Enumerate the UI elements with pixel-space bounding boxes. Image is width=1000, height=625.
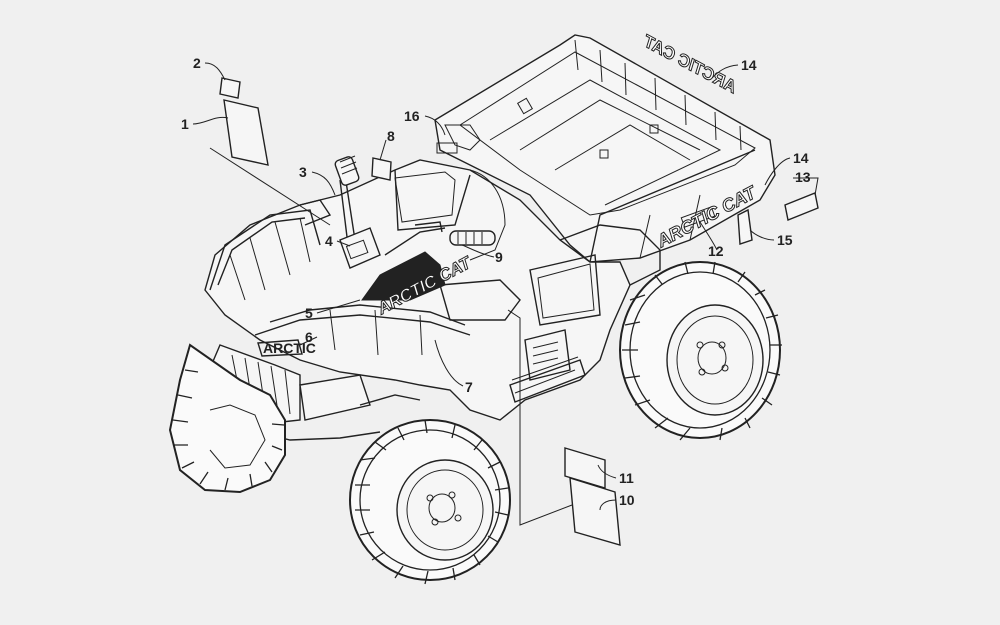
decal-13 xyxy=(784,192,819,221)
callouts: 2 1 3 4 5 6 7 8 9 10 11 12 13 14 14 15 1… xyxy=(181,55,811,508)
callout-2: 2 xyxy=(193,55,201,71)
callout-8: 8 xyxy=(387,128,395,144)
callout-6: 6 xyxy=(305,329,313,345)
callout-12: 12 xyxy=(708,243,724,259)
callout-5: 5 xyxy=(305,305,313,321)
callout-14-top: 14 xyxy=(741,57,757,73)
callout-14-side: 14 xyxy=(793,150,809,166)
callout-13: 13 xyxy=(795,169,811,185)
decal-2 xyxy=(219,77,241,99)
callout-3: 3 xyxy=(299,164,307,180)
callout-16: 16 xyxy=(404,108,420,124)
decal-11 xyxy=(564,447,606,489)
callout-9: 9 xyxy=(495,249,503,265)
callout-10: 10 xyxy=(619,492,635,508)
cargo-bed xyxy=(434,34,776,263)
leader-lines xyxy=(192,62,819,526)
callout-1: 1 xyxy=(181,116,189,132)
front-right-wheel xyxy=(349,419,511,585)
decal-15 xyxy=(737,208,753,245)
callout-11: 11 xyxy=(619,470,634,486)
decal-1 xyxy=(223,99,269,166)
decal-10 xyxy=(569,477,621,546)
callout-7: 7 xyxy=(465,379,473,395)
rear-right-wheel xyxy=(619,261,782,441)
callout-4: 4 xyxy=(325,233,333,249)
front-rack xyxy=(209,199,471,356)
front-left-wheel xyxy=(168,343,286,494)
handlebars xyxy=(334,155,496,269)
loose-decals xyxy=(219,77,819,546)
decal-8 xyxy=(371,157,392,181)
callout-15: 15 xyxy=(777,232,793,248)
